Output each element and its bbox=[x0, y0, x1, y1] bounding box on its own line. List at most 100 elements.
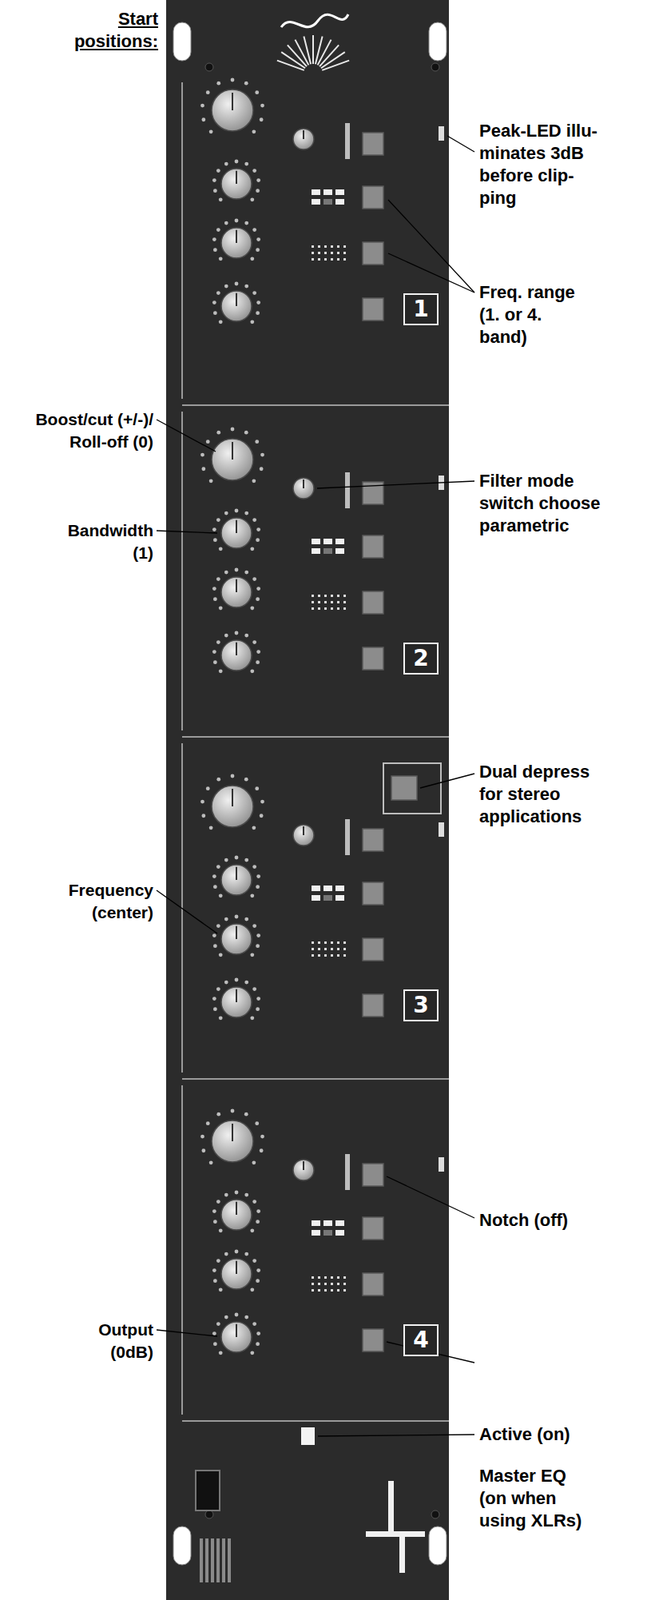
knob-pointer bbox=[231, 788, 234, 806]
knob-pointer bbox=[302, 130, 305, 139]
scale-dot bbox=[218, 319, 223, 324]
scale-dot bbox=[234, 159, 239, 164]
screw bbox=[431, 63, 440, 72]
leader-line bbox=[317, 1433, 475, 1436]
scale-dot bbox=[250, 546, 255, 551]
scale-dot bbox=[259, 813, 264, 818]
scale-dot bbox=[244, 1111, 249, 1116]
range-indicator bbox=[311, 885, 321, 891]
band-separator bbox=[182, 1419, 449, 1422]
logo-ray bbox=[303, 35, 311, 64]
mode-scale-bar bbox=[345, 472, 350, 509]
scale-dot bbox=[213, 247, 218, 252]
range-dots bbox=[311, 258, 314, 261]
range-dots bbox=[343, 1288, 346, 1291]
scale-dot bbox=[213, 659, 218, 664]
knob-pointer bbox=[302, 1160, 305, 1170]
scale-dot bbox=[218, 1349, 223, 1354]
scale-dot bbox=[201, 117, 206, 122]
scale-dot bbox=[224, 857, 229, 862]
range-dots bbox=[311, 953, 314, 957]
band-number: 3 bbox=[412, 993, 429, 1017]
scale-dot bbox=[206, 1120, 211, 1125]
range-dots bbox=[343, 607, 346, 610]
range-indicator bbox=[311, 189, 321, 195]
range-indicator bbox=[311, 1219, 321, 1226]
filter-mode-switch bbox=[293, 824, 314, 846]
range-dots bbox=[311, 1275, 314, 1279]
knob-body bbox=[293, 824, 314, 846]
scale-dot bbox=[224, 633, 229, 638]
callout-label: Boost/cut (+/-)/ Roll-off (0) bbox=[31, 408, 154, 453]
scale-dot bbox=[209, 1159, 214, 1164]
scale-dot bbox=[256, 996, 261, 1001]
scale-dot bbox=[212, 237, 217, 242]
scale-dot bbox=[209, 478, 214, 483]
range-dots bbox=[324, 1288, 327, 1291]
scale-dot bbox=[244, 162, 249, 167]
scale-dot bbox=[256, 527, 261, 532]
range-dots bbox=[317, 1282, 321, 1285]
logo-ray bbox=[315, 35, 323, 64]
knob-body bbox=[211, 438, 254, 481]
mounting-hole bbox=[428, 1525, 447, 1564]
range-indicator bbox=[311, 894, 321, 901]
range-dots bbox=[337, 251, 340, 255]
band-number-box: 3 bbox=[403, 988, 439, 1021]
knob-body bbox=[221, 227, 252, 259]
range-indicator bbox=[323, 1219, 333, 1226]
scale-dot bbox=[251, 129, 256, 134]
leader-line bbox=[317, 480, 475, 489]
scale-dot bbox=[224, 221, 229, 226]
filter-mode-switch bbox=[293, 128, 314, 150]
scale-dot bbox=[224, 570, 229, 575]
scale-dot bbox=[259, 1147, 264, 1152]
scale-dot bbox=[224, 1251, 229, 1256]
master-eq-symbol bbox=[399, 1536, 405, 1572]
scale-dot bbox=[218, 256, 223, 261]
range-indicator bbox=[335, 1219, 345, 1226]
gain-knob bbox=[200, 78, 265, 135]
scale-dot bbox=[252, 227, 257, 232]
scale-dot bbox=[213, 884, 218, 889]
scale-dot bbox=[224, 1192, 229, 1197]
scale-dot bbox=[244, 430, 249, 435]
range-indicator bbox=[323, 198, 333, 205]
callout-label: Filter mode switch choose parametric bbox=[479, 469, 612, 537]
leader-line bbox=[156, 1329, 218, 1336]
knob-body bbox=[211, 89, 254, 131]
scale-dot bbox=[250, 197, 255, 202]
scale-dot bbox=[256, 178, 261, 183]
range-dots bbox=[317, 1288, 321, 1291]
bandwidth-knob bbox=[212, 508, 261, 552]
mounting-hole bbox=[173, 22, 191, 61]
range-dots bbox=[311, 594, 314, 597]
range-indicator bbox=[323, 894, 333, 901]
scale-dot bbox=[254, 439, 259, 444]
range-dots bbox=[311, 600, 314, 604]
range-dots bbox=[324, 245, 327, 248]
scale-dot bbox=[216, 777, 221, 782]
scale-dot bbox=[218, 1227, 223, 1232]
scale-dot bbox=[216, 290, 221, 295]
scale-dot bbox=[213, 596, 218, 601]
range-dots bbox=[311, 1282, 314, 1285]
knob-pointer bbox=[235, 1201, 238, 1215]
scale-dot bbox=[212, 1267, 217, 1272]
dual-button bbox=[391, 775, 417, 800]
leader-line bbox=[420, 773, 475, 788]
fine-print bbox=[199, 1537, 203, 1582]
range-indicator bbox=[311, 198, 321, 205]
gain-knob bbox=[200, 427, 265, 484]
knob-pointer bbox=[235, 293, 238, 306]
master-eq-symbol bbox=[365, 1530, 425, 1537]
bandwidth-knob bbox=[212, 159, 261, 203]
scale-dot bbox=[212, 178, 217, 183]
scale-dot bbox=[212, 649, 217, 654]
scale-dot bbox=[200, 799, 205, 804]
range-indicator bbox=[335, 1229, 345, 1235]
scale-dot bbox=[252, 923, 257, 928]
mounting-hole bbox=[173, 1525, 191, 1564]
filter-mode-switch bbox=[293, 1159, 314, 1180]
